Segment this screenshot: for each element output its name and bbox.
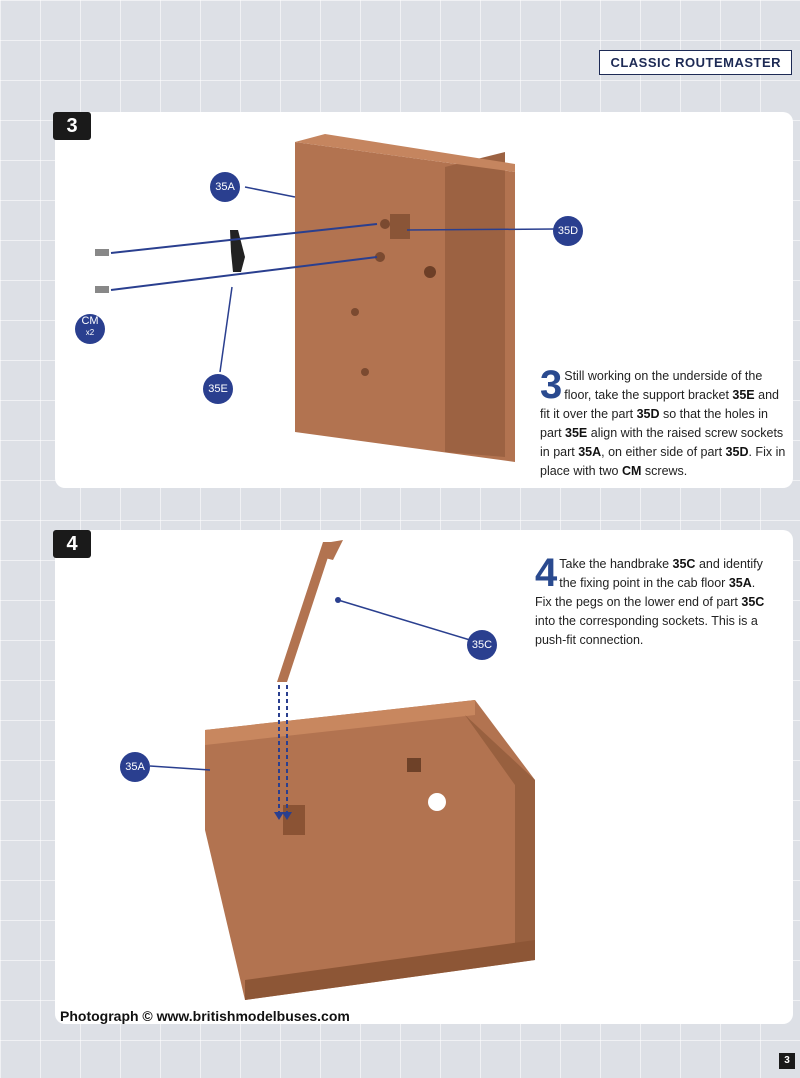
- part-35a-side: [445, 152, 505, 457]
- callout-35e: 35E: [203, 374, 233, 404]
- part-35a-edge: [295, 134, 515, 172]
- callout-35a: 35A: [120, 752, 150, 782]
- text: so that the holes in part: [540, 407, 768, 440]
- part-ref: 35D: [636, 407, 660, 421]
- arrow-head: [282, 812, 292, 820]
- screw-socket: [361, 368, 369, 376]
- text: Still working on the underside of the fl…: [564, 369, 763, 402]
- page-number: 3: [779, 1053, 795, 1069]
- text: and fit it over the part: [540, 388, 779, 421]
- callout-35c: 35C: [467, 630, 497, 660]
- fixing-hole: [424, 266, 436, 278]
- text: screws.: [641, 464, 688, 478]
- text: . Fix in place with two: [540, 445, 786, 478]
- part-ref: 35A: [578, 445, 602, 459]
- screw-socket: [351, 308, 359, 316]
- arrow-head: [274, 812, 284, 820]
- part-35a-floor-edge: [245, 940, 535, 1000]
- text: align with the raised screw sockets in p…: [540, 426, 784, 459]
- callout-cm-qty: x2: [85, 328, 95, 337]
- screw-upper: [95, 249, 109, 256]
- step-4-dropcap: 4: [535, 551, 558, 595]
- series-title-tag: CLASSIC ROUTEMASTER: [599, 50, 792, 75]
- part-ref: CM: [621, 464, 642, 478]
- text: and identify the fixing point in the cab…: [559, 557, 763, 590]
- handbrake-socket: [283, 805, 305, 835]
- text: Take the handbrake: [559, 557, 673, 571]
- part-35a-floor: [295, 142, 515, 462]
- callout-35d: 35D: [553, 216, 583, 246]
- photo-credit: Photograph © www.britishmodelbuses.com: [60, 1008, 350, 1024]
- step-4-badge: 4: [53, 530, 91, 558]
- part-35e-bracket: [230, 230, 245, 272]
- part-ref: 35E: [565, 426, 588, 440]
- text: . Fix the pegs on the lower end of part: [535, 576, 756, 609]
- text: , on either side of part: [601, 445, 726, 459]
- part-35a-side-wall: [465, 715, 535, 960]
- part-ref: 35C: [672, 557, 696, 571]
- part-35d: [390, 214, 410, 239]
- part-35a-cab-floor: [205, 700, 535, 1000]
- callout-35a: 35A: [210, 172, 240, 202]
- screw-lower: [95, 286, 109, 293]
- screw-socket: [380, 219, 390, 229]
- callout-cm-screws: CM x2: [75, 314, 105, 344]
- part-ref: 35C: [741, 595, 765, 609]
- part-ref: 35D: [725, 445, 749, 459]
- fixing-hole: [428, 793, 446, 811]
- part-35c-handbrake: [277, 542, 333, 682]
- part-ref: 35A: [728, 576, 752, 590]
- part-35c-lever-tip: [325, 540, 343, 560]
- part-35a-front-lip: [205, 700, 475, 745]
- text: into the corresponding sockets. This is …: [535, 614, 758, 647]
- step-3-badge: 3: [53, 112, 91, 140]
- screw-socket: [375, 252, 385, 262]
- part-ref: 35E: [732, 388, 755, 402]
- callout-cm-label: CM: [81, 315, 99, 327]
- step-3-dropcap: 3: [540, 363, 563, 407]
- part-peg: [407, 758, 421, 772]
